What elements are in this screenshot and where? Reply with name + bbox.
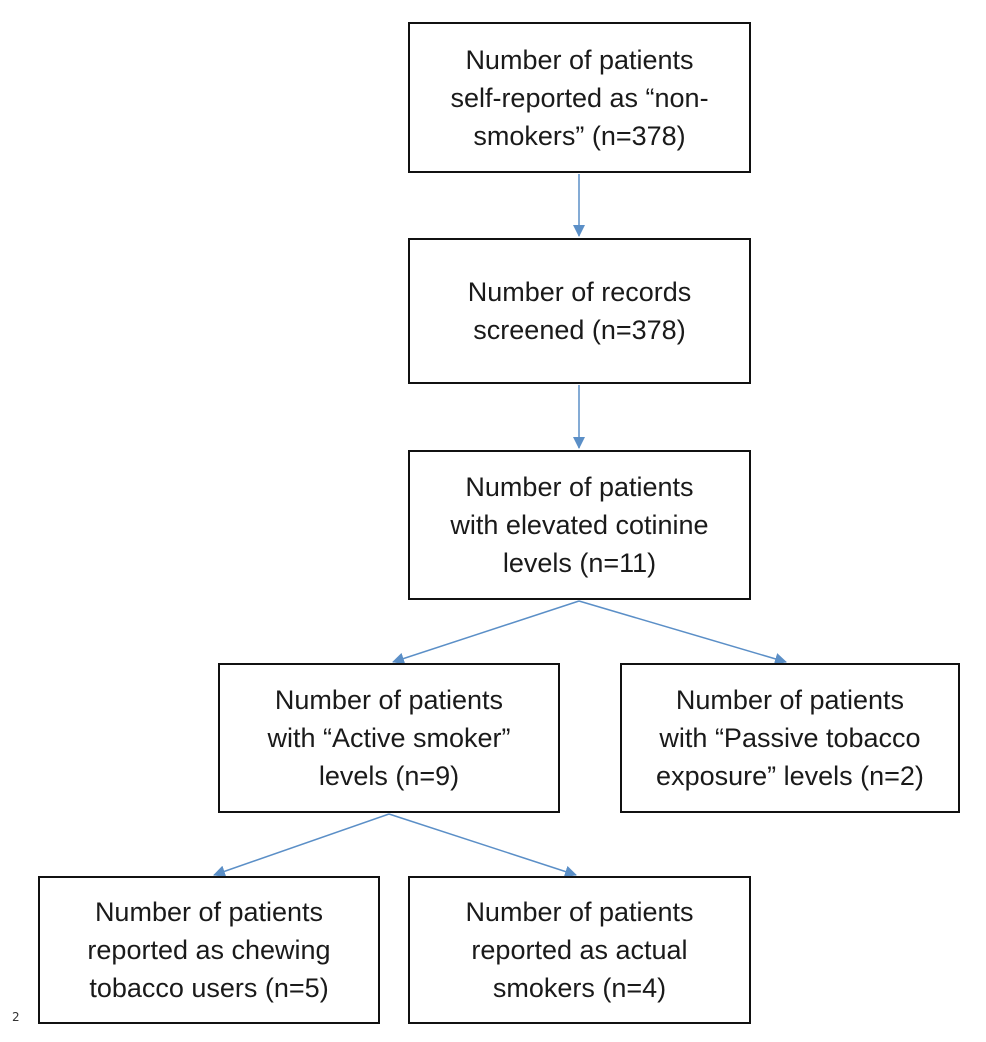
box-text-line: tobacco users (n=5)	[89, 973, 329, 1003]
box-text-line: with elevated cotinine	[450, 510, 709, 540]
box-text-line: Number of patients	[94, 897, 324, 927]
box-text-line: screened (n=378)	[473, 315, 686, 345]
box-text-line: exposure” levels (n=2)	[656, 761, 924, 791]
box-text-line: levels (n=9)	[318, 761, 460, 791]
footnote-mark: 2	[12, 1010, 20, 1024]
box-text-line: Number of patients	[465, 472, 694, 502]
box-records-screened: Number of records screened (n=378)	[408, 238, 751, 384]
box-text-line: Number of patients	[465, 897, 694, 927]
box-text-line: self-reported as “non-	[450, 82, 709, 113]
box-text-line: with “Passive tobacco	[659, 723, 921, 753]
box-text-line: reported as actual	[471, 935, 688, 965]
box-text-line: reported as chewing	[87, 935, 331, 965]
box-text-line: Number of patients	[675, 685, 905, 715]
box-text-line: Number of patients	[465, 44, 694, 75]
box-active-smoker: Number of patients with “Active smoker” …	[218, 663, 560, 813]
arrow-cotinine-to-passive	[578, 600, 787, 665]
box-text-line: levels (n=11)	[502, 548, 657, 578]
box-text-line: Number of patients	[274, 685, 504, 715]
box-text-line: Number of records	[467, 277, 692, 307]
box-self-reported-nonsmokers: Number of patients self-reported as “non…	[408, 22, 751, 173]
arrow-cotinine-to-active	[392, 600, 580, 665]
box-text-line: smokers (n=4)	[492, 973, 667, 1003]
arrow-active-to-chewing	[213, 813, 390, 878]
box-passive-exposure: Number of patients with “Passive tobacco…	[620, 663, 960, 813]
box-actual-smokers: Number of patients reported as actual sm…	[408, 876, 751, 1024]
box-text-line: with “Active smoker”	[267, 723, 511, 753]
box-chewing-tobacco: Number of patients reported as chewing t…	[38, 876, 380, 1024]
box-text-line: smokers” (n=378)	[473, 120, 686, 151]
box-elevated-cotinine: Number of patients with elevated cotinin…	[408, 450, 751, 600]
arrow-active-to-actual	[388, 813, 577, 878]
